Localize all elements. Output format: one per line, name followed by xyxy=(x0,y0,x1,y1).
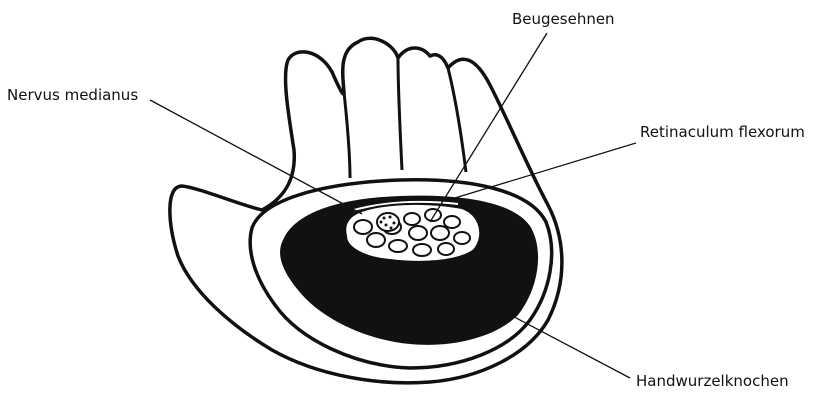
leader-line-beugesehnen xyxy=(430,33,547,222)
finger-crease-2 xyxy=(398,58,402,170)
finger-crease-1 xyxy=(344,92,350,178)
tendon xyxy=(444,216,460,228)
label-handwurzelknochen: Handwurzelknochen xyxy=(636,372,789,390)
tendon xyxy=(389,240,407,252)
label-nervus-medianus: Nervus medianus xyxy=(7,86,138,104)
label-retinaculum-flexorum: Retinaculum flexorum xyxy=(640,123,805,141)
tendon xyxy=(354,220,372,234)
tendon xyxy=(425,209,441,221)
tendon xyxy=(454,232,470,244)
tendon xyxy=(413,244,431,256)
tendon xyxy=(438,243,454,255)
leader-line-handwurzelknochen xyxy=(482,300,630,378)
tendon xyxy=(409,226,427,240)
tendon xyxy=(431,226,449,240)
tendon xyxy=(367,233,385,247)
label-beugesehnen: Beugesehnen xyxy=(512,10,615,28)
median-nerve xyxy=(377,213,399,231)
finger-crease-3 xyxy=(448,68,466,172)
leader-line-nervus-medianus xyxy=(150,100,362,214)
tendon xyxy=(404,213,420,225)
